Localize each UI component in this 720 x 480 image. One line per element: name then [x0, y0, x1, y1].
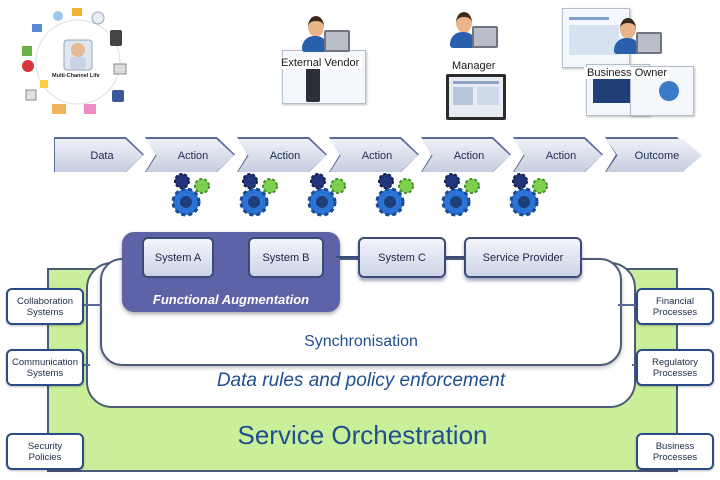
side-connector-line: [80, 304, 102, 306]
business-owner-figure: Business Owner: [562, 8, 698, 122]
process-step-data: Data: [55, 139, 143, 172]
gear-cluster-icon: [509, 172, 549, 217]
process-step-action-1: Action: [146, 139, 234, 172]
gear-cluster-icon: [239, 172, 279, 217]
multi-channel-cluster: Multi-Channel Life: [14, 6, 142, 124]
process-step-action-2: Action: [238, 139, 326, 172]
external-vendor-figure: External Vendor: [276, 10, 372, 110]
functional-augmentation-label: Functional Augmentation: [152, 292, 310, 307]
gear-cluster-icon: [375, 172, 415, 217]
process-step-action-3: Action: [330, 139, 418, 172]
gear-cluster-icon: [171, 172, 211, 217]
business-owner-label: Business Owner: [584, 67, 671, 79]
connector-line: [442, 256, 466, 258]
external-vendor-label: External Vendor: [278, 57, 363, 69]
manager-screen: [446, 74, 506, 120]
data-rules-label: Data rules and policy enforcement: [216, 370, 506, 391]
report-document-1: [562, 8, 630, 68]
process-flow: Data Action Action Action Action Action …: [0, 0, 720, 180]
side-connector-line: [80, 364, 90, 366]
service-provider-box: Service Provider: [464, 237, 582, 278]
multi-channel-label: Multi-Channel Life: [52, 73, 100, 79]
system-c-box: System C: [358, 237, 446, 278]
gear-cluster-icon: [307, 172, 347, 217]
connector-line: [336, 256, 360, 258]
process-step-outcome: Outcome: [606, 139, 702, 172]
system-a-box: System A: [142, 237, 214, 278]
process-step-action-5: Action: [514, 139, 602, 172]
manager-figure: Manager: [440, 10, 510, 120]
service-orchestration-label: Service Orchestration: [237, 420, 488, 450]
synchronisation-label: Synchronisation: [304, 333, 418, 350]
process-step-action-4: Action: [422, 139, 510, 172]
multi-channel-icons: [22, 8, 127, 114]
system-b-box: System B: [248, 237, 324, 278]
gear-cluster-icon: [441, 172, 481, 217]
side-connector-line: [618, 304, 636, 306]
manager-label: Manager: [449, 60, 499, 72]
side-connector-line: [632, 364, 638, 366]
vendor-phone: [306, 68, 320, 102]
